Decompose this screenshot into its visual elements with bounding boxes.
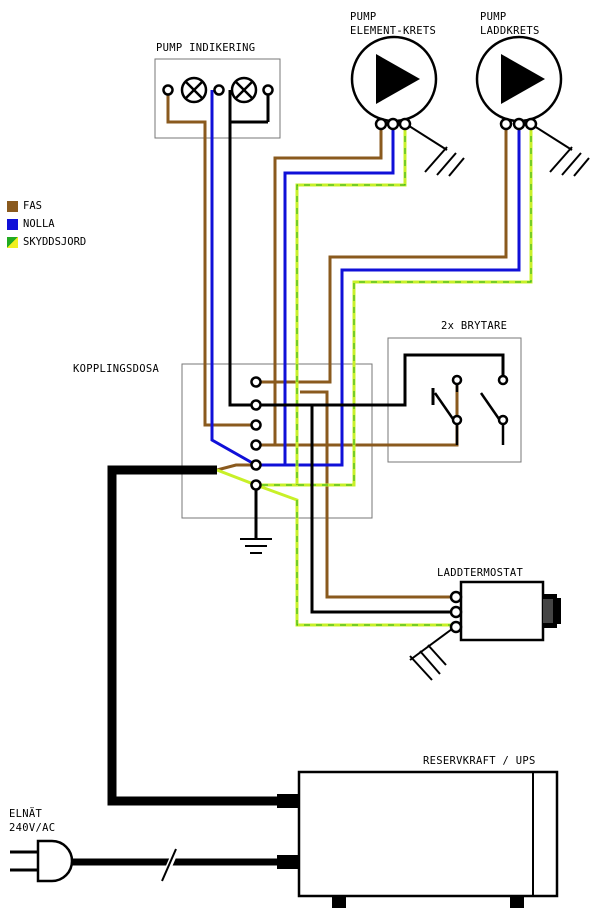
pump-laddkrets xyxy=(475,35,563,123)
legend-fas: FAS xyxy=(7,200,42,212)
label-pump-indikering: PUMP INDIKERING xyxy=(156,42,256,54)
label-pump-element-2: ELEMENT-KRETS xyxy=(350,25,437,37)
pump-element-krets xyxy=(350,35,438,123)
legend-jord-swatch xyxy=(7,236,18,248)
legend-nolla-label: NOLLA xyxy=(23,218,55,230)
label-elnat-1: ELNÄT xyxy=(9,808,43,820)
legend-nolla-swatch xyxy=(7,218,18,230)
ground-symbol-dosa xyxy=(240,538,272,554)
label-elnat-2: 240V/AC xyxy=(9,822,56,834)
ground-symbol-pump-ladd xyxy=(530,123,590,177)
label-pump-element-1: PUMP xyxy=(350,11,377,23)
main-cable xyxy=(107,465,298,806)
indicator-lamps xyxy=(162,76,274,104)
ups xyxy=(277,770,559,908)
laddtermostat xyxy=(449,580,561,642)
switch-2 xyxy=(479,374,509,445)
legend-fas-label: FAS xyxy=(23,200,42,212)
label-reservkraft: RESERVKRAFT / UPS xyxy=(423,755,536,767)
legend-jord: SKYDDSJORD xyxy=(7,236,86,248)
legend-fas-swatch xyxy=(7,200,18,212)
wires-jord xyxy=(216,124,533,627)
label-pump-ladd-1: PUMP xyxy=(480,11,507,23)
label-pump-ladd-2: LADDKRETS xyxy=(480,25,540,37)
kopplingsdosa-box xyxy=(181,363,373,519)
dosa-terminals xyxy=(250,376,262,491)
wires-svart xyxy=(228,85,505,614)
label-laddtermostat: LADDTERMOSTAT xyxy=(437,567,524,579)
switch-1 xyxy=(433,374,463,445)
wires-jord-stripe xyxy=(256,124,532,626)
legend-nolla: NOLLA xyxy=(7,218,55,230)
wires-fas xyxy=(166,90,508,599)
label-brytare: 2x BRYTARE xyxy=(441,320,508,332)
brytare-box xyxy=(387,337,522,463)
ground-symbol-termostat xyxy=(409,628,453,681)
mains-cable-break-mark xyxy=(161,848,177,882)
ground-symbol-pump-element xyxy=(405,123,465,177)
pump-indikering-box xyxy=(154,58,281,139)
legend-jord-label: SKYDDSJORD xyxy=(23,236,87,248)
mains-plug xyxy=(10,839,74,883)
label-kopplingsdosa: KOPPLINGSDOSA xyxy=(73,363,160,375)
pump-terminals xyxy=(374,117,538,131)
